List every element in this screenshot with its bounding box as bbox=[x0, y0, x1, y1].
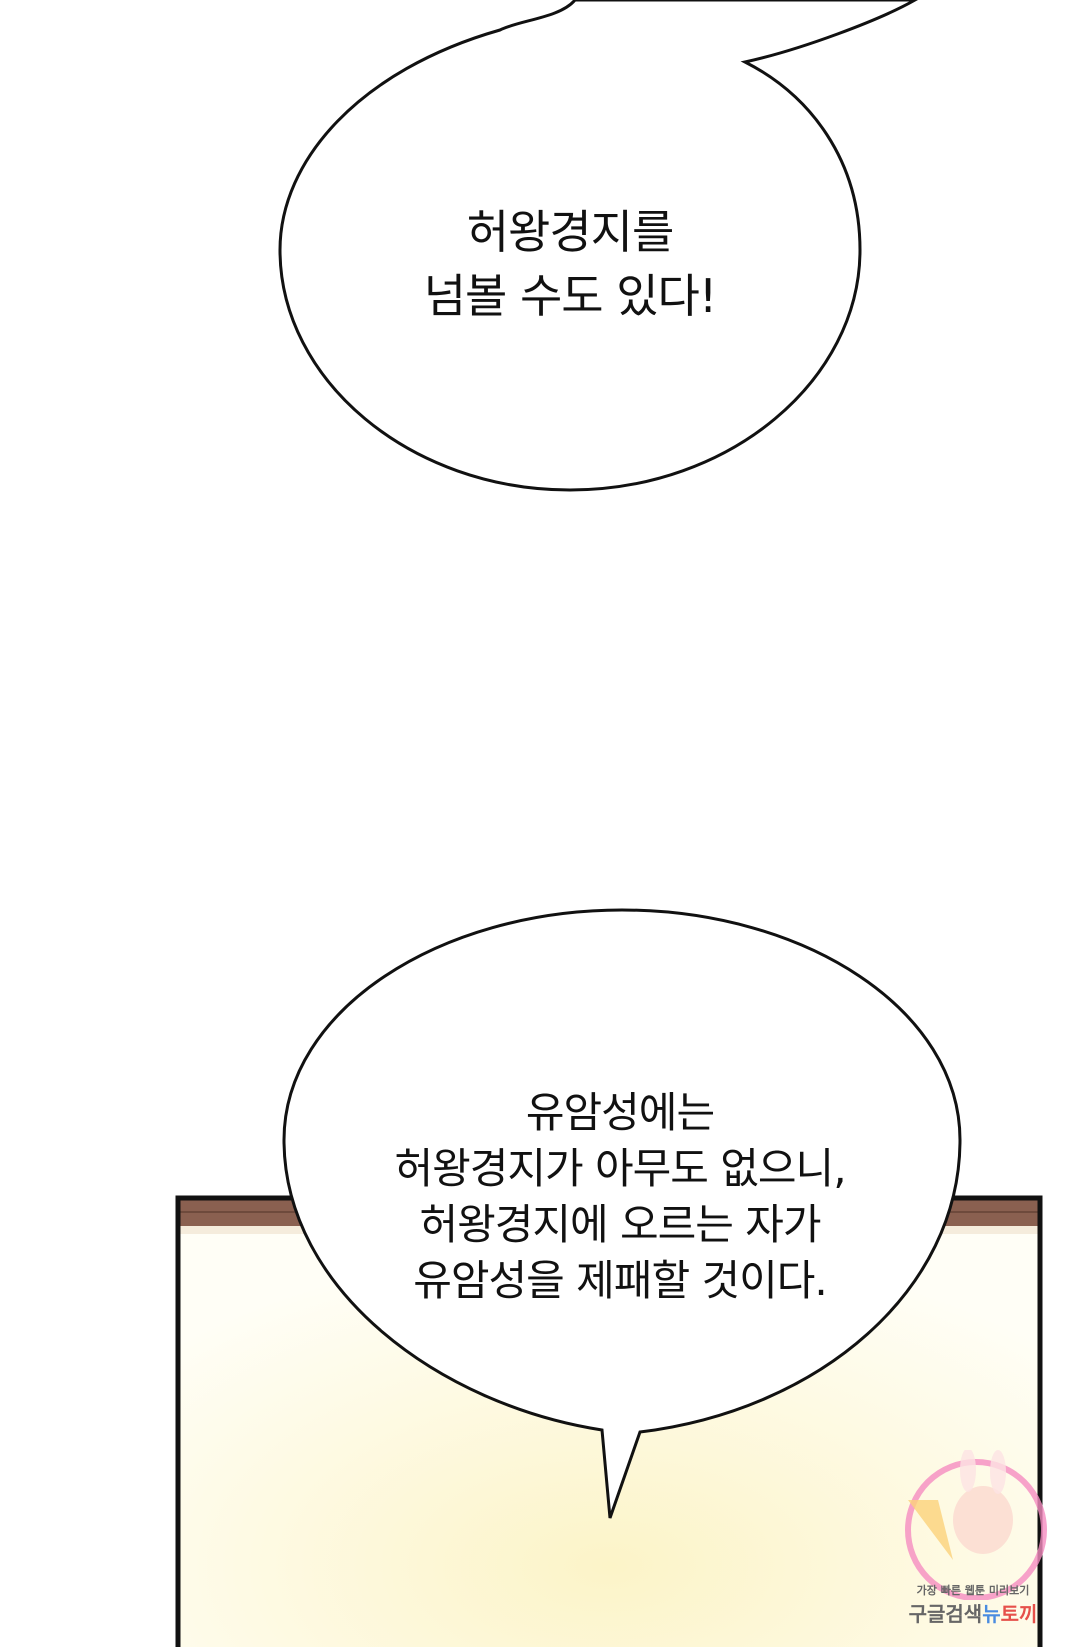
watermark-brand: 뉴 bbox=[982, 1602, 1001, 1626]
dialogue-line: 허왕경지가 아무도 없으니, bbox=[394, 1144, 846, 1193]
speech-bubble-2 bbox=[282, 908, 962, 1519]
dialogue-line: 넘볼 수도 있다! bbox=[423, 269, 718, 323]
watermark-search: 구글검색 bbox=[908, 1602, 983, 1626]
watermark-mascot-icon bbox=[905, 1450, 1047, 1600]
dialogue-line: 유암성에는 bbox=[525, 1088, 715, 1137]
watermark-brand: 토끼 bbox=[1000, 1602, 1038, 1626]
speech-bubble-1-text: 허왕경지를 넘볼 수도 있다! bbox=[370, 200, 770, 328]
dialogue-line: 허왕경지를 bbox=[466, 205, 675, 259]
watermark-tagline: 가장 빠른 웹툰 미리보기 bbox=[916, 1584, 1030, 1597]
dialogue-line: 허왕경지에 오르는 자가 bbox=[419, 1200, 821, 1249]
watermark: 가장 빠른 웹툰 미리보기 구글검색뉴토끼 bbox=[898, 1450, 1048, 1626]
speech-bubble-1 bbox=[278, 0, 919, 492]
speech-bubble-2-text: 유암성에는 허왕경지가 아무도 없으니, 허왕경지에 오르는 자가 유암성을 제… bbox=[340, 1085, 900, 1309]
dialogue-line: 유암성을 제패할 것이다. bbox=[413, 1256, 827, 1305]
